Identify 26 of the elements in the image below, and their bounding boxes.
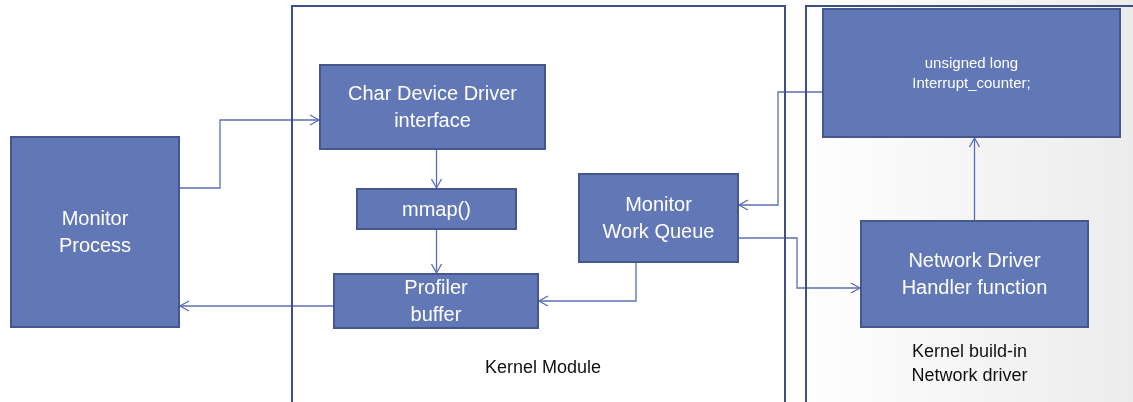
process-box bbox=[578, 173, 739, 263]
process-box bbox=[822, 8, 1121, 138]
arrow bbox=[179, 300, 334, 312]
arrow bbox=[430, 149, 443, 189]
arrow bbox=[179, 114, 320, 189]
group-frame bbox=[805, 5, 1133, 402]
arrow bbox=[968, 137, 981, 221]
box-label: Monitor Process bbox=[57, 206, 133, 258]
arrow bbox=[738, 237, 861, 294]
box-label: Network Driver Handler function bbox=[900, 248, 1049, 300]
arrow bbox=[538, 262, 637, 307]
group-label: Kernel Module bbox=[483, 356, 603, 379]
box-label: Profiler buffer bbox=[403, 275, 469, 327]
process-box bbox=[10, 136, 180, 328]
box-label: Char Device Driver interface bbox=[347, 81, 518, 133]
group-frame bbox=[291, 5, 786, 402]
box-label: unsigned long Interrupt_counter; bbox=[911, 52, 1032, 93]
process-box bbox=[333, 273, 539, 329]
arrow bbox=[738, 91, 823, 211]
process-box bbox=[860, 220, 1089, 328]
box-label: Monitor Work Queue bbox=[601, 192, 716, 244]
process-box bbox=[319, 64, 546, 150]
group-label: Kernel build-in Network driver bbox=[910, 340, 1029, 388]
arrow bbox=[430, 229, 443, 274]
box-label: mmap() bbox=[402, 196, 471, 222]
process-box bbox=[356, 188, 517, 230]
